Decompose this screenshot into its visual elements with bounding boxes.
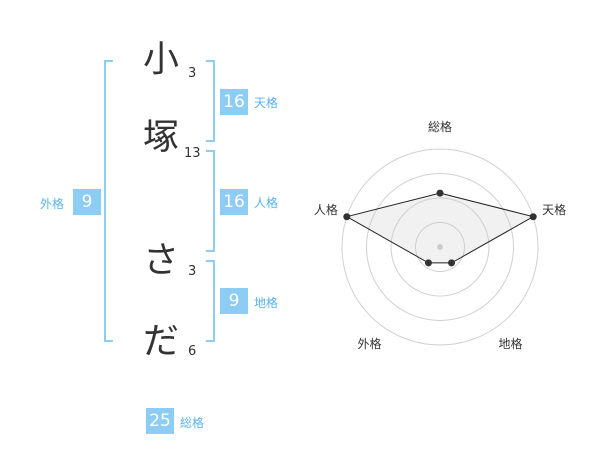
soukaku-label: 総格 — [180, 416, 205, 430]
radar-axis-label-1: 総格 — [428, 119, 452, 134]
name-char-3: さ — [142, 240, 179, 281]
radar-axis-label-2: 天格 — [542, 202, 566, 217]
name-char-1: 小 — [142, 39, 179, 80]
chikaku-bracket — [206, 260, 215, 342]
radar-ring-2 — [390, 197, 490, 297]
radar-ring-3 — [366, 173, 514, 321]
radar-axis-label-5: 人格 — [314, 202, 338, 217]
tenkaku-value: 16 — [220, 89, 248, 115]
stroke-count-4: 6 — [188, 344, 197, 359]
soukaku-value: 25 — [146, 408, 174, 434]
radar-polygon — [345, 192, 535, 264]
radar-point-1 — [436, 189, 444, 197]
gaikaku-bracket — [104, 60, 113, 342]
radar-point-3 — [448, 259, 456, 267]
stroke-count-2: 13 — [184, 146, 201, 161]
stroke-count-3: 3 — [188, 264, 197, 279]
gaikaku-value: 9 — [73, 189, 101, 215]
tenkaku-label: 天格 — [254, 96, 279, 110]
radar-axis-label-4: 外格 — [357, 336, 381, 351]
radar-axis-label-3: 地格 — [498, 336, 522, 351]
chikaku-label: 地格 — [254, 296, 279, 310]
radar-point-5 — [343, 213, 351, 221]
jinkaku-bracket — [206, 150, 215, 252]
radar-ring-1 — [415, 222, 465, 272]
radar-ring-4 — [341, 148, 539, 346]
name-char-4: だ — [142, 321, 179, 362]
name-char-2: 塚 — [142, 117, 179, 158]
radar-point-2 — [529, 213, 537, 221]
radar-center-dot — [437, 244, 443, 250]
gaikaku-label: 外格 — [40, 197, 65, 211]
stroke-count-1: 3 — [188, 66, 197, 81]
radar-point-4 — [424, 259, 432, 267]
chikaku-value: 9 — [220, 288, 248, 314]
tenkaku-bracket — [206, 60, 215, 142]
jinkaku-value: 16 — [220, 189, 248, 215]
jinkaku-label: 人格 — [254, 196, 279, 210]
